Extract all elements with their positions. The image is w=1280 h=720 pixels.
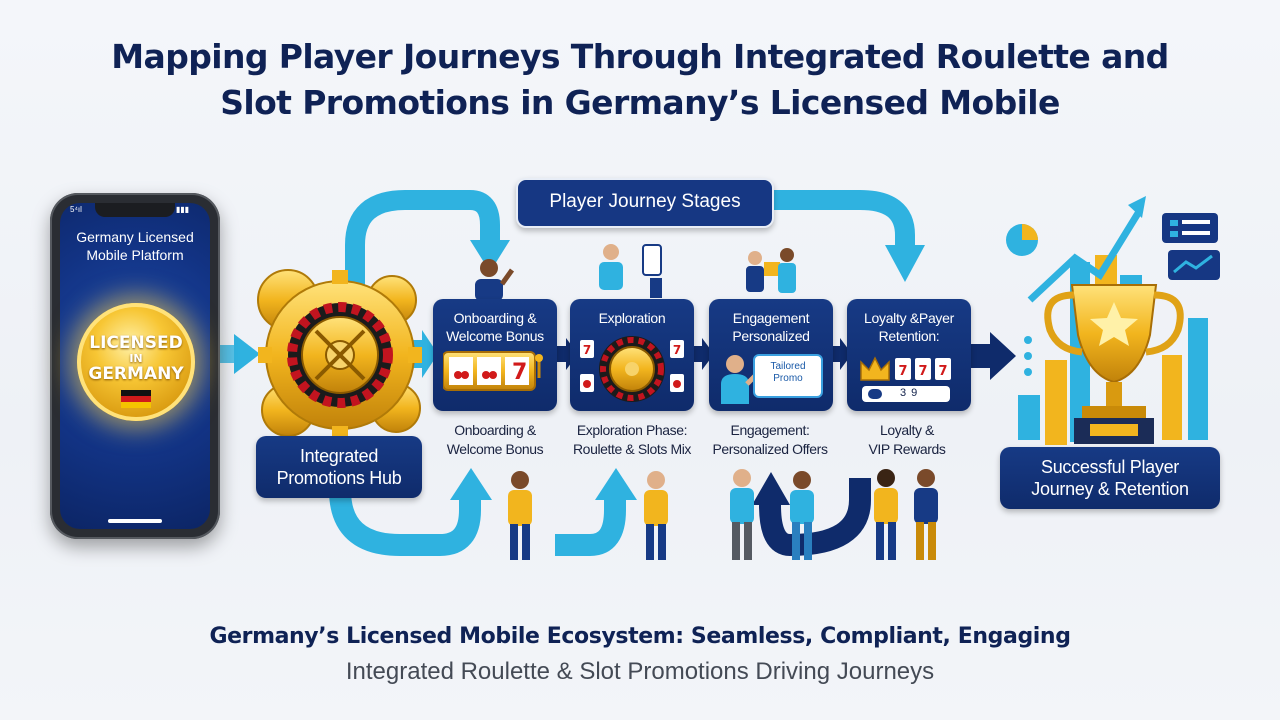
vip-crown-icon: 7 7 7 <box>860 356 951 381</box>
loyalty-points-value: 39 <box>900 387 923 399</box>
engagement-person-icon <box>721 355 757 404</box>
tailored-promo-label: Tailored Promo <box>770 361 806 384</box>
stage-caption-exploration: Exploration Phase: Roulette & Slots Mix <box>572 422 692 457</box>
phone-battery-icon: ▮▮▮ <box>176 205 190 214</box>
footer-subtitle: Integrated Roulette & Slot Promotions Dr… <box>345 658 935 685</box>
svg-text:7: 7 <box>583 343 591 357</box>
footer-headline: Germany’s Licensed Mobile Ecosystem: Sea… <box>209 624 1071 649</box>
svg-text:7: 7 <box>918 364 927 379</box>
title-line-1: Mapping Player Journeys Through Integrat… <box>111 37 1169 76</box>
journey-stages-pill <box>516 178 774 228</box>
svg-text:7: 7 <box>898 364 907 379</box>
promotions-hub-box <box>256 436 422 498</box>
phone-notch <box>95 203 175 217</box>
loyalty-toggle-icon <box>868 389 882 399</box>
title-line-2: Slot Promotions in Germany’s Licensed Mo… <box>220 83 1060 122</box>
stage-caption-loyalty: Loyalty & VIP Rewards <box>868 422 946 457</box>
bottom-loop-arrows <box>329 468 871 556</box>
dashboard-card-icon <box>1162 213 1220 280</box>
phone-home-indicator <box>108 519 162 523</box>
trophy-icon <box>1044 284 1184 444</box>
stage-title-engagement: Engagement Personalized <box>732 310 810 344</box>
success-retention-box <box>1000 447 1220 509</box>
page-title: Mapping Player Journeys Through Integrat… <box>60 34 1220 126</box>
svg-text:7: 7 <box>673 343 681 357</box>
people-figures <box>475 244 938 560</box>
stage-caption-engagement: Engagement: Personalized Offers <box>712 422 828 457</box>
slot-reels-icon <box>443 351 543 391</box>
journey-stages-label: Player Journey Stages <box>549 191 741 212</box>
stage-title-exploration: Exploration <box>598 310 666 326</box>
success-retention-label: Successful Player Journey & Retention <box>1031 457 1189 499</box>
hub-to-stages-arrow <box>408 330 438 378</box>
promotions-hub-label: Integrated Promotions Hub <box>276 446 402 488</box>
stage-caption-onboarding: Onboarding & Welcome Bonus <box>446 422 544 457</box>
phone-signal-icon: 5⁴ıl <box>70 205 82 214</box>
svg-text:7: 7 <box>938 364 947 379</box>
loyalty-points-strip <box>862 386 950 402</box>
slot-seven-symbol: 7 <box>512 360 528 385</box>
phone-platform-label: Germany Licensed Mobile Platform <box>76 229 194 263</box>
roulette-wheel-icon: 7 7 <box>580 336 684 402</box>
gear-hub-icon <box>257 269 422 440</box>
stage-title-onboarding: Onboarding & Welcome Bonus <box>446 310 544 344</box>
top-loop-arrow <box>345 190 925 300</box>
licensed-seal-text: LICENSED IN GERMANY <box>88 333 184 384</box>
german-flag-icon <box>121 390 151 408</box>
pie-chart-icon <box>1006 224 1038 256</box>
stage-title-loyalty: Loyalty &Payer Retention: <box>864 310 954 344</box>
tailored-promo-icon <box>753 354 823 398</box>
